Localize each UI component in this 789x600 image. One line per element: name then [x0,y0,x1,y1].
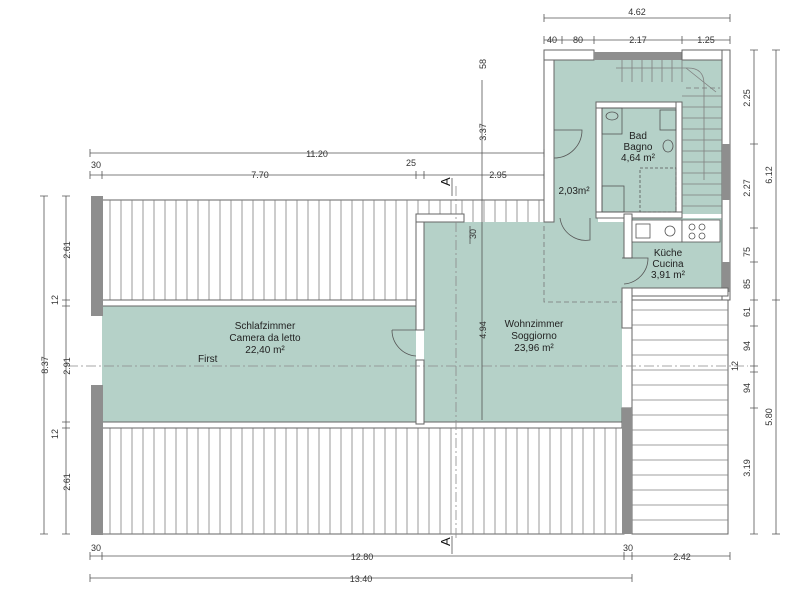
hall-area: 2,03m² [558,186,590,197]
walls [91,49,731,535]
dimensions-right [750,49,780,535]
ridge-label: First [198,354,218,365]
bath-fixtures [601,107,677,213]
dim-upper-7-70: 7.70 [251,170,269,180]
bath-floor [598,104,678,214]
room-label-kitchen: Küche Cucina 3,91 m² [651,248,686,281]
kitchen-name-it: Cucina [652,259,684,270]
bedroom-name-de: Schlafzimmer [235,321,296,332]
room-label-bedroom: Schlafzimmer Camera da letto 22,40 m² [229,321,301,356]
axis-lines [68,80,748,540]
living-name-de: Wohnzimmer [505,319,564,330]
dim-right-2-25: 2.25 [742,89,752,107]
dim-right-61: 61 [742,307,752,317]
dim-top-80: 80 [573,35,583,45]
bedroom-area: 22,40 m² [245,345,285,356]
dim-right-6-12: 6.12 [764,166,774,184]
dim-top-1-25: 1.25 [697,35,715,45]
roof-edge-lines [543,87,720,303]
living-name-it: Soggiorno [511,331,557,342]
dim-left-12b: 12 [50,429,60,439]
living-area: 23,96 m² [514,343,554,354]
dim-right-12: 12 [730,361,740,371]
bath-name-it: Bagno [624,142,653,153]
balcony-hatch [631,299,729,535]
bedroom-name-it: Camera da letto [229,333,301,344]
dim-int-3-37: 3.37 [478,123,488,141]
floor-areas [102,60,722,422]
dim-right-94b: 94 [742,383,752,393]
dim-upper-25: 25 [406,158,416,168]
dim-right-2-27: 2.27 [742,179,752,197]
section-mark-top: A [438,177,453,186]
dim-bottom-30a: 30 [91,543,101,553]
dim-bottom-12-80: 12.80 [351,552,374,562]
dim-top-2-17: 2.17 [629,35,647,45]
dim-left-8-37: 8.37 [40,356,50,374]
kitchen-name-de: Küche [654,248,683,259]
section-mark-bottom: A [438,537,453,546]
dim-bottom-30b: 30 [623,543,633,553]
bedroom-floor [102,306,416,422]
staircase [616,60,722,207]
dim-right-75: 75 [742,247,752,257]
dim-left-12a: 12 [50,295,60,305]
dim-right-94a: 94 [742,341,752,351]
doors [391,129,649,357]
dim-int-58: 58 [478,59,488,69]
stair-right-floor [678,80,722,214]
dim-bottom-2-42: 2.42 [673,552,691,562]
roof-hatch-bottom [101,425,625,535]
dim-int-4-94: 4.94 [478,321,488,339]
hall-floor [548,60,598,222]
room-label-living: Wohnzimmer Soggiorno 23,96 m² [505,319,564,354]
dimensions-bottom [89,552,731,582]
dim-top-40: 40 [547,35,557,45]
room-label-bath: Bad Bagno 4,64 m² [621,131,656,164]
dim-upper-11-20: 11.20 [306,149,328,159]
kitchen-area: 3,91 m² [651,270,686,281]
bath-name-de: Bad [629,131,647,142]
dim-int-30: 30 [468,229,478,239]
dim-left-2-61b: 2.61 [62,473,72,491]
kitchen-link-floor [544,222,630,292]
dim-top-4-62: 4.62 [628,7,646,17]
bath-area: 4,64 m² [621,153,656,164]
dim-upper-30: 30 [91,160,101,170]
dim-left-2-91: 2.91 [62,357,72,375]
kitchen-fixtures [631,219,721,243]
dimensions-left [40,195,70,535]
dim-left-2-61a: 2.61 [62,241,72,259]
dim-right-85: 85 [742,279,752,289]
dim-right-5-80: 5.80 [764,408,774,426]
dimensions-top [89,14,731,179]
dim-upper-2-95: 2.95 [489,170,507,180]
dim-right-3-19: 3.19 [742,459,752,477]
dim-bottom-13-40: 13.40 [350,574,373,584]
